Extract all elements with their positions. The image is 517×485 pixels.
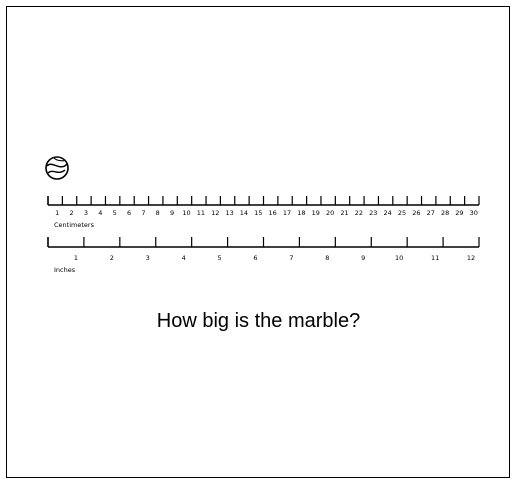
- cm-tick-label: 1: [55, 209, 59, 217]
- cm-tick-label: 15: [254, 209, 262, 217]
- inch-tick-label: 12: [467, 254, 475, 262]
- inch-tick-label: 11: [431, 254, 439, 262]
- cm-tick-label: 14: [240, 209, 248, 217]
- cm-tick-label: 12: [211, 209, 219, 217]
- question-text: How big is the marble?: [156, 310, 361, 332]
- marble-icon: [45, 156, 69, 180]
- cm-tick-label: 13: [225, 209, 233, 217]
- cm-tick-label: 26: [412, 209, 420, 217]
- cm-tick-label: 8: [156, 209, 160, 217]
- inch-ruler-label: Inches: [54, 266, 76, 274]
- cm-tick-label: 5: [113, 209, 117, 217]
- cm-tick-label: 20: [326, 209, 334, 217]
- inch-tick-label: 1: [74, 254, 78, 262]
- cm-tick-label: 27: [427, 209, 435, 217]
- cm-tick-label: 4: [98, 209, 102, 217]
- worksheet-frame: [6, 6, 510, 478]
- cm-tick-label: 6: [127, 209, 131, 217]
- cm-tick-label: 2: [69, 209, 73, 217]
- cm-tick-label: 24: [383, 209, 391, 217]
- cm-tick-label: 30: [470, 209, 478, 217]
- cm-tick-label: 29: [455, 209, 463, 217]
- inch-tick-label: 2: [110, 254, 114, 262]
- cm-tick-label: 11: [197, 209, 205, 217]
- centimeter-ruler-label: Centimeters: [54, 221, 95, 229]
- inch-tick-label: 9: [361, 254, 365, 262]
- cm-tick-label: 10: [182, 209, 190, 217]
- cm-tick-label: 21: [340, 209, 348, 217]
- inch-tick-label: 8: [325, 254, 329, 262]
- cm-tick-label: 17: [283, 209, 291, 217]
- inch-tick-label: 5: [218, 254, 222, 262]
- cm-tick-label: 16: [269, 209, 277, 217]
- cm-tick-label: 28: [441, 209, 449, 217]
- inch-tick-label: 7: [289, 254, 293, 262]
- cm-tick-label: 7: [141, 209, 145, 217]
- inch-tick-label: 10: [395, 254, 403, 262]
- cm-tick-label: 19: [312, 209, 320, 217]
- inch-tick-label: 4: [182, 254, 186, 262]
- inch-tick-label: 6: [253, 254, 257, 262]
- cm-tick-label: 18: [297, 209, 305, 217]
- cm-tick-label: 23: [369, 209, 377, 217]
- cm-tick-label: 3: [84, 209, 88, 217]
- inch-tick-label: 3: [146, 254, 150, 262]
- cm-tick-label: 9: [170, 209, 174, 217]
- cm-tick-label: 25: [398, 209, 406, 217]
- cm-tick-label: 22: [355, 209, 363, 217]
